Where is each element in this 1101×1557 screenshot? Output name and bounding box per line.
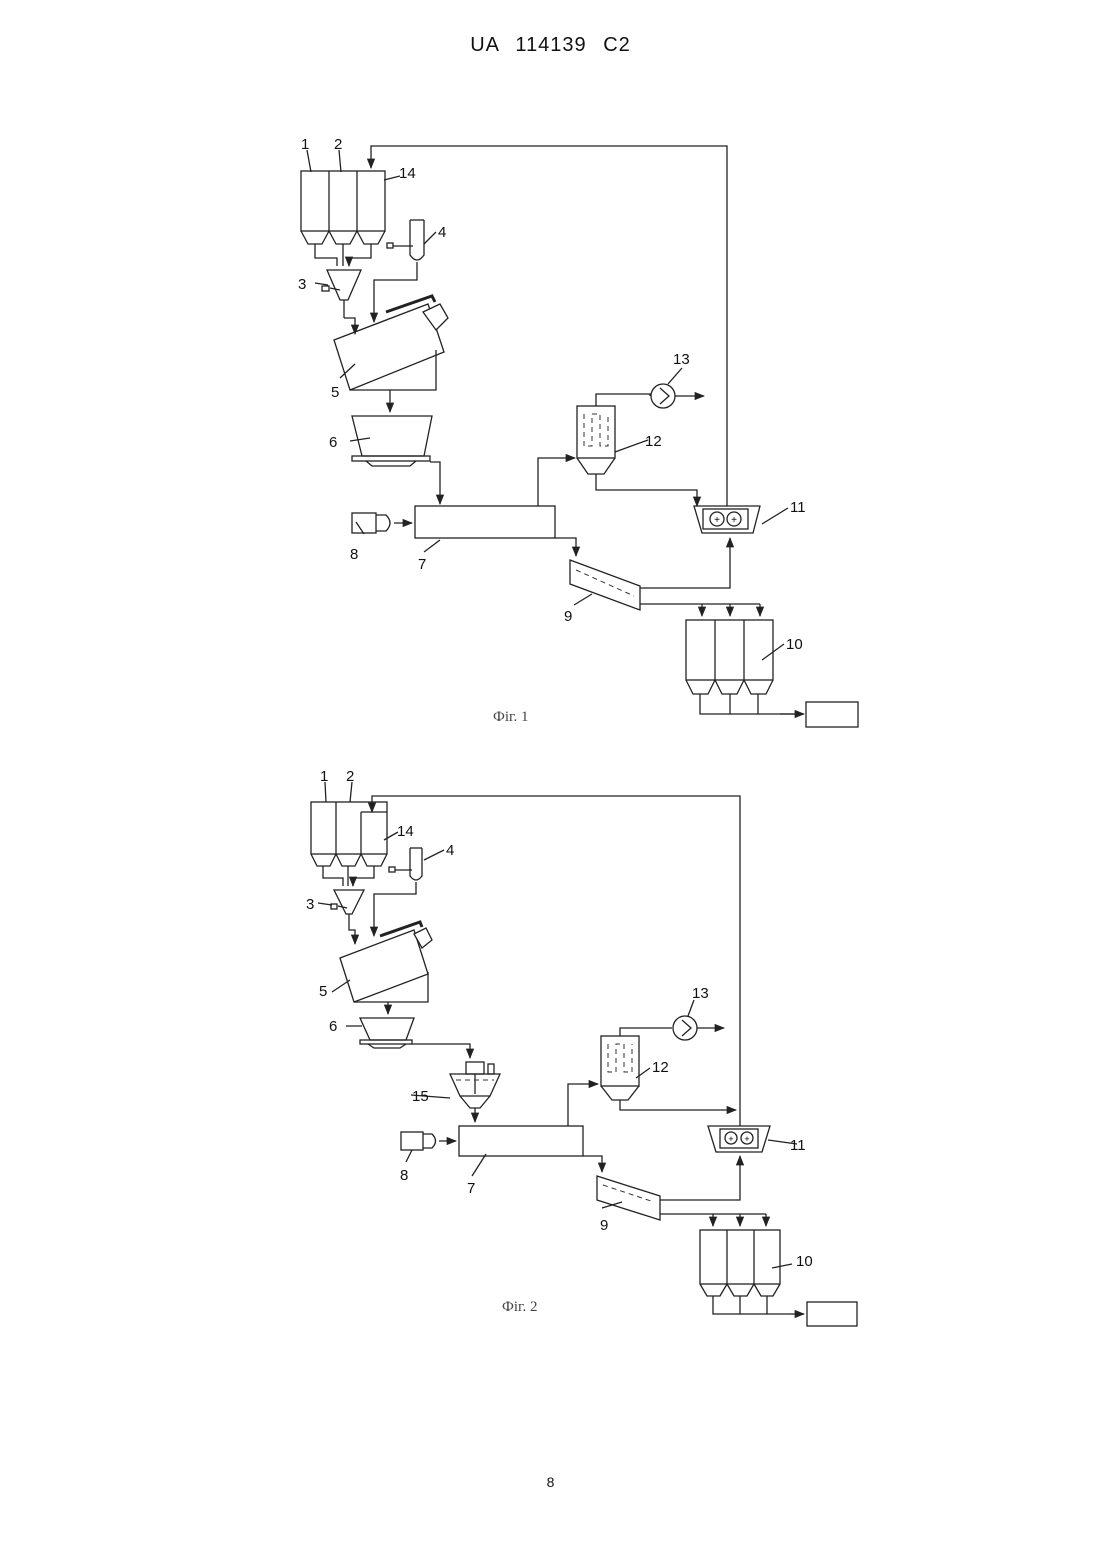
fan-icon — [651, 384, 704, 408]
svg-text:+: + — [731, 515, 737, 526]
product-box — [807, 1302, 857, 1326]
label-12: 12 — [652, 1059, 669, 1076]
label-13: 13 — [692, 985, 709, 1002]
label-1: 1 — [320, 768, 328, 785]
label-2: 2 — [334, 136, 342, 153]
label-11: 11 — [790, 1137, 806, 1154]
label-14: 14 — [399, 165, 416, 182]
label-3: 3 — [306, 896, 314, 913]
hopper-icon — [360, 1018, 470, 1058]
svg-text:+: + — [728, 1134, 733, 1144]
granulator-icon — [450, 1062, 500, 1122]
label-5: 5 — [331, 384, 339, 401]
screen-icon — [597, 1156, 766, 1226]
label-6: 6 — [329, 434, 337, 451]
rotary-drum-icon — [340, 922, 432, 1014]
label-1: 1 — [301, 136, 309, 153]
silo-icon — [311, 802, 387, 886]
silo-icon — [301, 171, 385, 266]
figure-1-caption: Фіг. 1 — [493, 709, 528, 725]
label-13: 13 — [673, 351, 690, 368]
dust-collector-icon — [577, 394, 697, 506]
burner-icon — [401, 1132, 456, 1150]
figure-1: + + 1 2 14 4 3 — [298, 136, 858, 727]
fan-icon — [673, 1016, 724, 1040]
label-3: 3 — [298, 276, 306, 293]
label-8: 8 — [400, 1167, 408, 1184]
svg-text:+: + — [714, 515, 720, 526]
label-7: 7 — [418, 556, 426, 573]
silo-icon — [700, 1230, 857, 1326]
mixer-icon — [322, 270, 361, 334]
label-9: 9 — [600, 1217, 608, 1234]
label-10: 10 — [796, 1253, 813, 1270]
screen-icon — [570, 538, 760, 616]
crusher-icon: + + — [371, 146, 760, 533]
crusher-icon: + + — [372, 796, 770, 1152]
svg-text:+: + — [744, 1134, 749, 1144]
label-10: 10 — [786, 636, 803, 653]
mixer-icon — [331, 890, 364, 944]
label-6: 6 — [329, 1018, 337, 1035]
label-14: 14 — [397, 823, 414, 840]
label-5: 5 — [319, 983, 327, 1000]
label-7: 7 — [467, 1180, 475, 1197]
silo-icon — [686, 620, 858, 727]
label-4: 4 — [446, 842, 454, 859]
product-box — [806, 702, 858, 727]
label-9: 9 — [564, 608, 572, 625]
label-12: 12 — [645, 433, 662, 450]
label-15: 15 — [412, 1088, 429, 1105]
label-2: 2 — [346, 768, 354, 785]
page-number: 8 — [0, 1474, 1101, 1490]
label-8: 8 — [350, 546, 358, 563]
figure-2: + + 1 2 14 4 3 — [306, 768, 857, 1326]
label-11: 11 — [790, 499, 806, 516]
rotary-drum-icon — [334, 296, 448, 412]
label-4: 4 — [438, 224, 446, 241]
kiln-icon — [415, 506, 555, 538]
hopper-icon — [352, 416, 440, 504]
figure-2-caption: Фіг. 2 — [502, 1299, 537, 1315]
kiln-icon — [459, 1126, 583, 1156]
